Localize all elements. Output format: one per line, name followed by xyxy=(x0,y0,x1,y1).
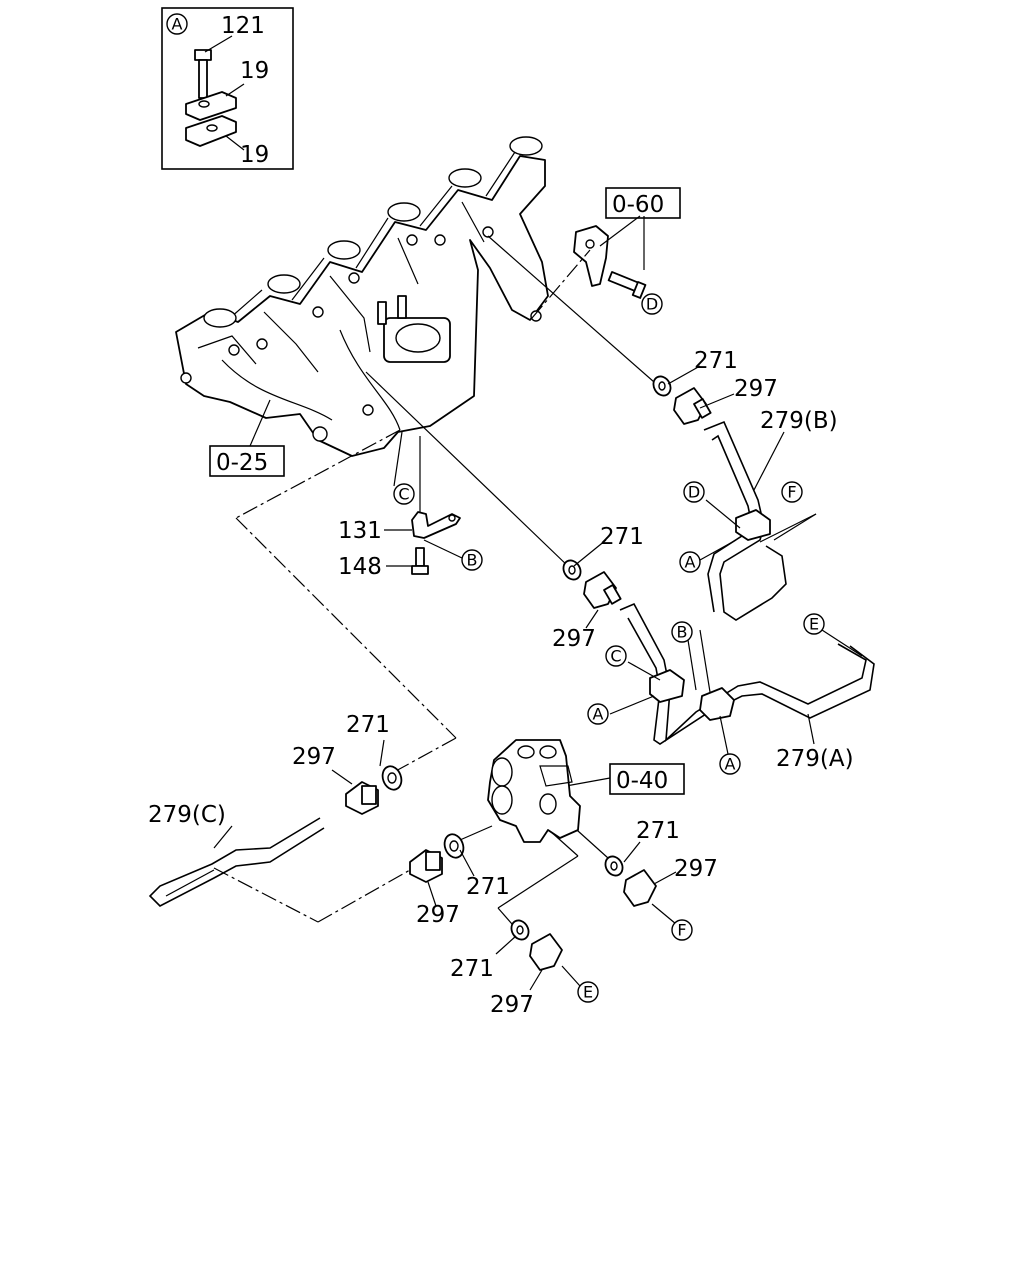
marker-e-pipe: E xyxy=(803,613,825,635)
ref-box-0-40: 0-40 xyxy=(609,763,685,795)
washer-271-f xyxy=(510,919,530,941)
marker-c-pipe: C xyxy=(605,645,627,667)
marker-a-pipe-a2: A xyxy=(719,753,741,775)
label-271-c: 271 xyxy=(346,712,390,738)
label-19-upper: 19 xyxy=(240,58,269,84)
marker-d-pipe: D xyxy=(683,481,705,503)
thermostat-housing xyxy=(487,739,581,843)
pipe-279c xyxy=(148,817,325,907)
ref-box-0-25: 0-25 xyxy=(209,445,285,477)
washer-271-b xyxy=(562,559,582,581)
label-279a: 279(A) xyxy=(776,746,854,772)
svg-text:B: B xyxy=(467,551,478,570)
bolt-icon xyxy=(194,35,233,99)
svg-text:A: A xyxy=(725,755,736,774)
svg-text:D: D xyxy=(646,295,658,314)
label-271-b: 271 xyxy=(600,524,644,550)
ref-0-40-label: 0-40 xyxy=(616,768,668,794)
label-148: 148 xyxy=(338,554,382,580)
label-131: 131 xyxy=(338,518,382,544)
union-297-d xyxy=(409,849,443,883)
label-271-d: 271 xyxy=(466,874,510,900)
label-279c: 279(C) xyxy=(148,802,226,828)
marker-b-bracket: B xyxy=(461,549,483,571)
svg-text:D: D xyxy=(688,483,700,502)
svg-text:E: E xyxy=(583,983,593,1002)
label-271-a: 271 xyxy=(694,348,738,374)
marker-b-pipe: B xyxy=(671,621,693,643)
svg-text:A: A xyxy=(685,553,696,572)
svg-text:A: A xyxy=(593,705,604,724)
label-297-c: 297 xyxy=(292,744,336,770)
svg-text:F: F xyxy=(787,483,796,502)
union-297-b xyxy=(583,571,622,609)
washer-271-e xyxy=(604,855,624,877)
marker-a-pipe-b: A xyxy=(679,551,701,573)
svg-text:B: B xyxy=(677,623,688,642)
washer-271-a xyxy=(652,375,672,397)
label-297-a: 297 xyxy=(734,376,778,402)
label-297-d: 297 xyxy=(416,902,460,928)
marker-c-top: C xyxy=(393,483,415,505)
intake-manifold xyxy=(175,136,549,457)
union-297-c xyxy=(345,781,379,815)
label-271-e: 271 xyxy=(636,818,680,844)
bracket-0-60 xyxy=(531,215,653,319)
marker-f-pipe: F xyxy=(781,481,803,503)
ref-0-25-label: 0-25 xyxy=(216,450,268,476)
union-297-a xyxy=(673,387,712,425)
label-279b: 279(B) xyxy=(760,408,838,434)
marker-d-top: D xyxy=(641,293,663,315)
marker-a-pipe-a1: A xyxy=(587,703,609,725)
svg-text:F: F xyxy=(677,921,686,940)
label-297-f: 297 xyxy=(490,992,534,1018)
inset-frame xyxy=(161,7,294,170)
bolt-148 xyxy=(411,539,463,575)
inset-marker-circle xyxy=(166,13,188,35)
svg-text:E: E xyxy=(809,615,819,634)
pipe-279b xyxy=(703,420,787,621)
ref-0-60-label: 0-60 xyxy=(612,192,664,218)
marker-f-bottom: F xyxy=(671,919,693,941)
label-19-lower: 19 xyxy=(240,142,269,168)
pipe-279a xyxy=(619,602,875,745)
svg-text:C: C xyxy=(398,485,409,504)
label-297-e: 297 xyxy=(674,856,718,882)
union-297-f xyxy=(529,933,563,971)
bracket-131 xyxy=(411,511,461,539)
label-297-b: 297 xyxy=(552,626,596,652)
leader-lines xyxy=(213,365,863,991)
clip-icon xyxy=(185,83,245,151)
label-271-f: 271 xyxy=(450,956,494,982)
washer-271-c xyxy=(381,765,403,791)
label-121: 121 xyxy=(221,13,265,39)
ref-box-0-60: 0-60 xyxy=(605,187,681,219)
inset-marker-label: A xyxy=(172,15,183,34)
union-297-e xyxy=(623,869,657,907)
svg-text:C: C xyxy=(610,647,621,666)
marker-e-bottom: E xyxy=(577,981,599,1003)
inset-detail-a: A 121 19 19 xyxy=(161,7,294,170)
washer-271-d xyxy=(443,833,465,859)
